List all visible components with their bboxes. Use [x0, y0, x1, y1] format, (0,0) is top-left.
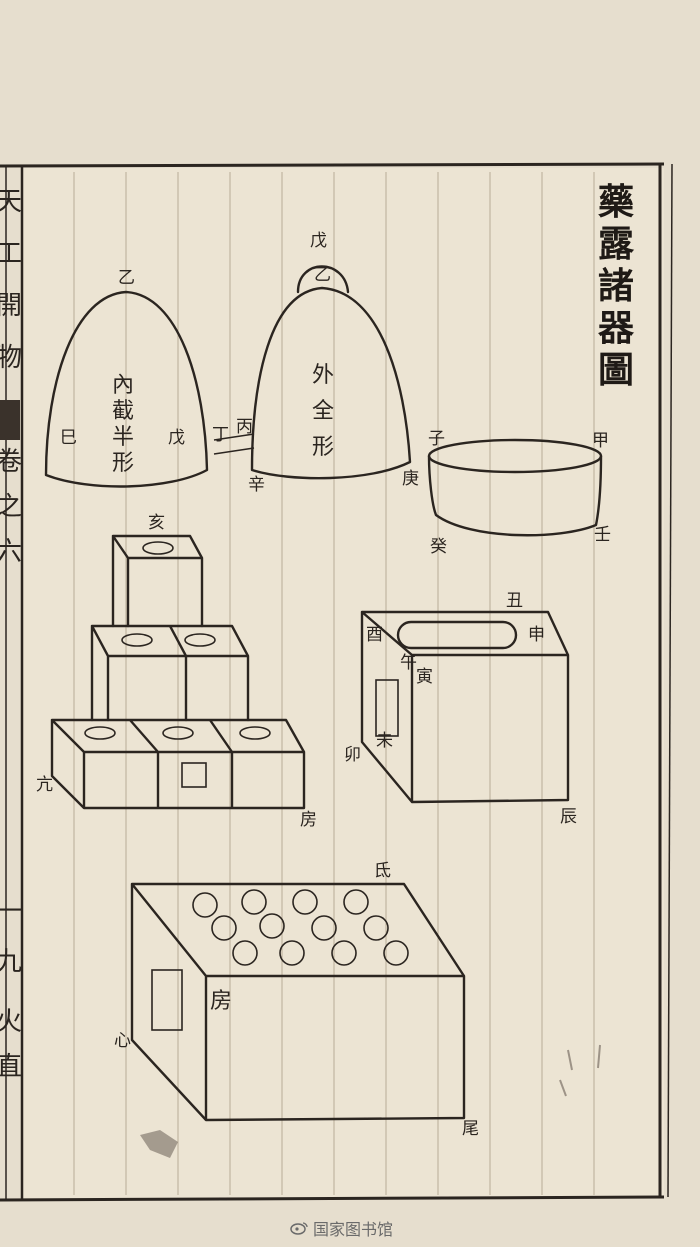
outer-bell-knob-label: 乙: [314, 265, 331, 285]
outer-bell-caption: 全: [312, 399, 334, 424]
big-box-bottom-label: 尾: [462, 1119, 479, 1139]
outer-bell-outline: [250, 286, 412, 480]
margin-char: 物: [0, 343, 22, 373]
watermark: 国家图书馆: [290, 1216, 393, 1240]
basin-top-right-label: 甲: [592, 431, 609, 451]
inner-bell-caption: 形: [112, 451, 134, 476]
margin-char: 天: [0, 187, 22, 217]
big-box-figure: 氐 房 心 尾: [114, 861, 479, 1139]
oval-box-left-label: 卯: [344, 745, 361, 765]
oval-box-window: [375, 679, 399, 737]
oval-box-opening: [396, 620, 518, 650]
outer-bell-right-label: 庚: [402, 469, 419, 489]
basin-body: [427, 454, 603, 537]
outer-bell-left-label: 辛: [248, 475, 265, 495]
middle-row-boxes: [90, 624, 250, 722]
inner-bell-right-label: 戊: [168, 428, 185, 448]
margin-char: 六: [0, 537, 22, 567]
oval-box-mid-label: 未: [376, 731, 393, 751]
margin-char: 火: [0, 1007, 22, 1037]
margin-char: 卷: [0, 447, 22, 477]
watermark-text: 国家图书馆: [313, 1220, 394, 1239]
margin-char: 開: [0, 291, 22, 321]
bottom-row-boxes: [50, 718, 306, 810]
big-box-holes: [192, 889, 409, 966]
weibo-icon: [290, 1222, 308, 1235]
big-box-top-label: 氐: [374, 861, 391, 881]
outer-bell-knob-top-label: 戊: [310, 231, 327, 251]
oval-box-tr-label: 申: [528, 625, 545, 645]
fishtail-mark: [0, 400, 20, 440]
bottom-box-hole: [239, 726, 271, 740]
middle-box-hole: [184, 633, 216, 647]
inner-bell-top-label: 乙: [118, 268, 135, 288]
bottom-box-hole: [84, 726, 116, 740]
inner-bell-left-label: 巳: [60, 428, 77, 448]
margin-char: 之: [0, 492, 22, 522]
ink-blemishes: [140, 1044, 601, 1158]
stacked-top-label: 亥: [148, 513, 165, 533]
outer-bell-caption: 外: [312, 363, 334, 388]
oval-box-outline: [360, 610, 570, 804]
oval-box-tl-label: 酉: [366, 625, 383, 645]
stacked-boxes-figure: 亥 亢 房: [36, 513, 317, 830]
bottom-box-hole: [162, 726, 194, 740]
outer-bell-knob: [296, 265, 350, 294]
oval-box-figure: 丑 酉 申 午 寅 未 卯 辰: [344, 591, 577, 827]
margin-column: 天 工 開 物 卷 之 六 一 九 火 直: [0, 187, 22, 1082]
page-frame: [0, 162, 673, 1202]
big-box-window: [151, 969, 183, 1031]
big-box-left-label: 心: [114, 1031, 131, 1051]
inner-bell-caption: 截: [112, 399, 134, 424]
top-box: [111, 534, 204, 628]
title-char: 器: [598, 307, 635, 349]
bottom-box-window: [181, 762, 207, 788]
oval-box-top-label: 丑: [506, 591, 523, 611]
basin-bottom-left-label: 癸: [430, 537, 447, 557]
outer-bell-figure: 戊 乙 辛 庚 丁 丙 外 全 形: [212, 231, 419, 495]
margin-char: 直: [0, 1052, 22, 1082]
middle-box-hole: [121, 633, 153, 647]
inner-bell-outline: [44, 290, 209, 488]
margin-char: 工: [0, 239, 22, 269]
outer-bell-pipe: [213, 433, 255, 455]
big-box-side-label: 房: [210, 989, 232, 1014]
margin-char: 一: [0, 897, 22, 927]
outer-bell-pipe-left-label: 丁: [212, 425, 229, 445]
basin-top-left-label: 子: [428, 429, 445, 449]
stacked-left-label: 亢: [36, 775, 53, 795]
top-box-hole: [142, 541, 174, 555]
page-title: 藥 露 諸 器 圖: [598, 181, 635, 391]
title-char: 圖: [598, 349, 634, 391]
inner-bell-caption: 內: [112, 373, 134, 398]
title-char: 諸: [598, 265, 634, 307]
basin-bottom-right-label: 壬: [594, 525, 611, 545]
inner-bell-caption: 半: [112, 425, 134, 450]
stacked-right-label: 房: [300, 810, 317, 830]
title-char: 藥: [598, 181, 634, 223]
big-box-outline: [130, 882, 466, 1122]
margin-char: 九: [0, 947, 22, 977]
oval-box-mid-label: 寅: [416, 667, 433, 687]
title-char: 露: [598, 223, 635, 265]
inner-bell-figure: 乙 巳 戊 內 截 半 形: [44, 268, 209, 488]
basin-figure: 子 甲 癸 壬: [427, 429, 611, 557]
outer-bell-caption: 形: [312, 435, 334, 460]
oval-box-bottom-label: 辰: [560, 807, 577, 827]
oval-box-mid-label: 午: [400, 653, 417, 673]
print-area: [22, 168, 664, 1198]
outer-bell-pipe-right-label: 丙: [236, 417, 253, 437]
ruled-lines: [73, 172, 595, 1195]
